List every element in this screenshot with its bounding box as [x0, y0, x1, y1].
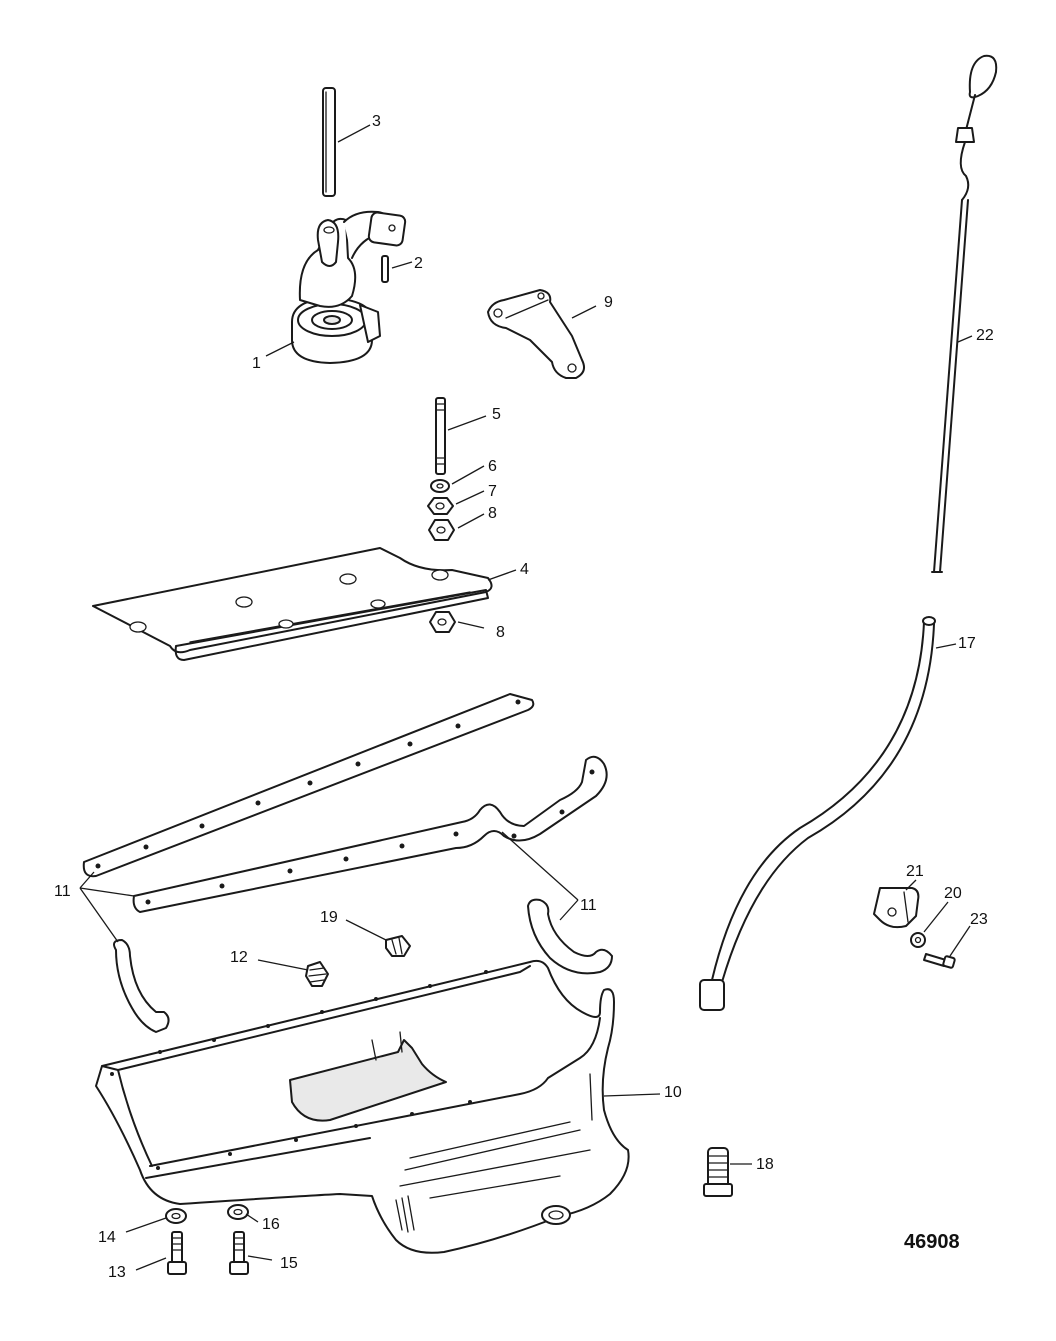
- part-11-upper-gasket: [82, 693, 535, 878]
- callout-15: 15: [280, 1255, 298, 1272]
- callout-18: 18: [756, 1156, 774, 1173]
- callout-22: 22: [976, 327, 994, 344]
- callout-11-right: 11: [580, 897, 597, 914]
- callout-1: 1: [252, 355, 261, 372]
- part-13-bolt: [167, 1231, 187, 1275]
- callout-23: 23: [970, 911, 988, 928]
- callout-19: 19: [320, 909, 338, 926]
- part-21-clip: [873, 887, 920, 929]
- callout-10: 10: [664, 1084, 682, 1101]
- callout-21: 21: [906, 863, 924, 880]
- part-8-nut-upper: [428, 519, 455, 541]
- part-18-fitting: [703, 1147, 733, 1197]
- part-16-washer: [227, 1204, 249, 1220]
- part-6-washer: [430, 479, 450, 493]
- part-8-nut-lower: [429, 611, 456, 633]
- part-11-front-seal: [527, 898, 613, 975]
- part-11-lower-gasket: [132, 755, 608, 913]
- callout-16: 16: [262, 1216, 280, 1233]
- callout-12: 12: [230, 949, 248, 966]
- part-15-bolt: [229, 1231, 249, 1275]
- part-23-screw: [923, 953, 956, 969]
- callout-8-lower: 8: [496, 624, 505, 641]
- part-4-baffle: [92, 547, 493, 661]
- part-20-washer: [910, 932, 926, 948]
- callout-4: 4: [520, 561, 529, 578]
- part-2-pin: [381, 255, 389, 283]
- part-9-bracket: [487, 289, 585, 379]
- reference-number: 46908: [904, 1231, 960, 1253]
- part-14-washer: [165, 1208, 187, 1224]
- part-22-dipstick: [931, 54, 998, 573]
- callout-14: 14: [98, 1229, 116, 1246]
- part-5-stud: [435, 397, 446, 475]
- part-1-oil-pump: [291, 210, 407, 364]
- callout-11: 11: [54, 883, 71, 900]
- callout-6: 6: [488, 458, 497, 475]
- part-7-nut: [427, 497, 454, 515]
- callout-3: 3: [372, 113, 381, 130]
- callout-17: 17: [958, 635, 976, 652]
- callout-13: 13: [108, 1264, 126, 1281]
- callout-7: 7: [488, 483, 497, 500]
- part-17-dipstick-tube: [699, 616, 936, 1011]
- part-19-plug: [385, 935, 411, 957]
- callout-20: 20: [944, 885, 962, 902]
- leader-lines: [79, 124, 973, 1271]
- callout-5: 5: [492, 406, 501, 423]
- part-10-oil-pan: [95, 959, 630, 1254]
- callout-9: 9: [604, 294, 613, 311]
- part-12-plug: [305, 961, 329, 987]
- part-3-pump-shaft: [322, 87, 336, 197]
- part-11-rear-seal: [113, 939, 170, 1033]
- callout-8: 8: [488, 505, 497, 522]
- callout-numbers: 3 2 1 9 22 5 6 7 8 4 8 17 11 11 21 20 23…: [54, 113, 994, 1281]
- callout-2: 2: [414, 255, 423, 272]
